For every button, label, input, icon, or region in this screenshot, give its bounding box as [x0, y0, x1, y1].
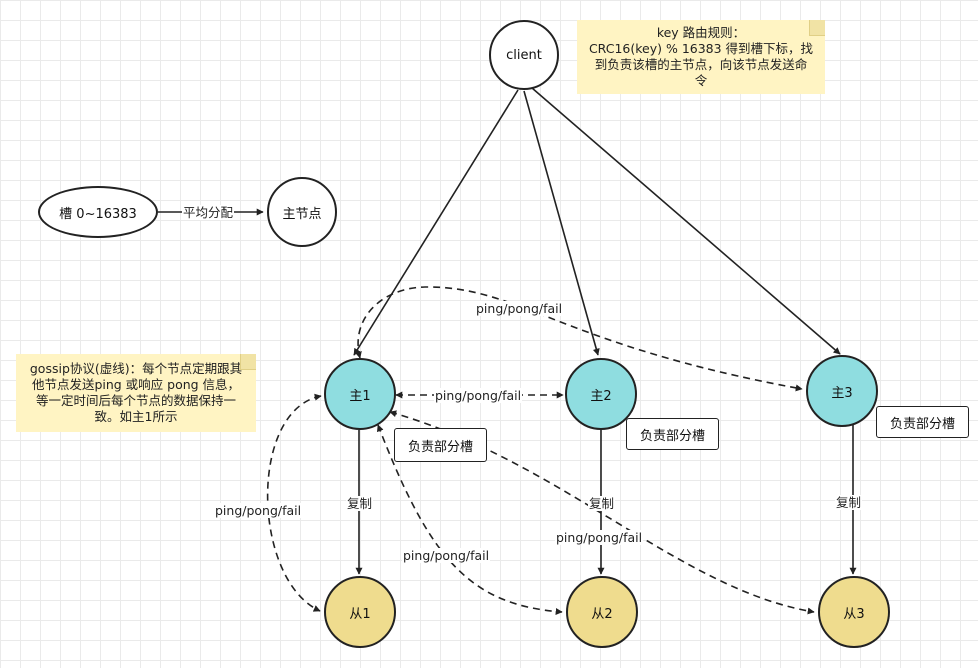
routing-note-line-1: key 路由规则：	[656, 25, 746, 40]
client-node[interactable]: client	[489, 20, 559, 90]
edge-label-ping-master1-slave3: ping/pong/fail	[555, 530, 644, 545]
slave-3-node[interactable]: 从3	[818, 576, 890, 648]
edge-client-master1	[353, 89, 519, 356]
edge-client-master2	[523, 90, 600, 356]
slot-range-node[interactable]: 槽 0~16383	[38, 186, 158, 238]
edge-label-replicate-2: 复制	[588, 496, 616, 511]
master-1-node[interactable]: 主1	[324, 358, 396, 430]
slave-2-node[interactable]: 从2	[566, 576, 638, 648]
master-1-slots-box[interactable]: 负责部分槽	[394, 428, 487, 462]
edge-client-master3	[531, 87, 841, 355]
master-3-slots-box[interactable]: 负责部分槽	[876, 406, 969, 438]
gossip-note-line-1: gossip协议(虚线)：每个节点定期跟其	[29, 361, 243, 376]
edge-label-ping-left: ping/pong/fail	[214, 503, 303, 518]
routing-note-line-3: 到负责该槽的主节点，向该节点发送命	[594, 57, 808, 72]
edge-label-ping-master1-slave2: ping/pong/fail	[402, 548, 491, 563]
edge-label-replicate-3: 复制	[835, 495, 863, 510]
gossip-master1-slave1	[266, 393, 322, 612]
routing-note-line-2: CRC16(key) % 16383 得到槽下标，找	[588, 41, 814, 56]
routing-note-line-4: 令	[694, 73, 708, 88]
gossip-note-line-2: 他节点发送ping 或响应 pong 信息，	[31, 377, 241, 392]
edge-label-ping-top: ping/pong/fail	[475, 301, 564, 316]
edge-label-ping-master1-master2: ping/pong/fail	[434, 388, 523, 403]
routing-note-fold	[809, 20, 825, 36]
edge-label-replicate-1: 复制	[346, 496, 374, 511]
master-2-node[interactable]: 主2	[565, 358, 637, 430]
slave-1-node[interactable]: 从1	[324, 576, 396, 648]
gossip-note-line-3: 等一定时间后每个节点的数据保持一	[35, 393, 236, 408]
gossip-note: gossip协议(虚线)：每个节点定期跟其 他节点发送ping 或响应 pong…	[16, 354, 256, 432]
master-2-slots-box[interactable]: 负责部分槽	[626, 418, 719, 450]
gossip-note-fold	[240, 354, 256, 370]
gossip-master1-master3	[355, 286, 803, 392]
master-3-node[interactable]: 主3	[806, 355, 878, 427]
gossip-master1-slave3	[389, 410, 815, 615]
master-node-legend[interactable]: 主节点	[267, 177, 337, 247]
routing-rule-note: key 路由规则： CRC16(key) % 16383 得到槽下标，找 到负责…	[577, 20, 825, 94]
edge-label-even-distribute: 平均分配	[182, 205, 235, 220]
gossip-note-line-4: 致。如主1所示	[94, 409, 178, 424]
